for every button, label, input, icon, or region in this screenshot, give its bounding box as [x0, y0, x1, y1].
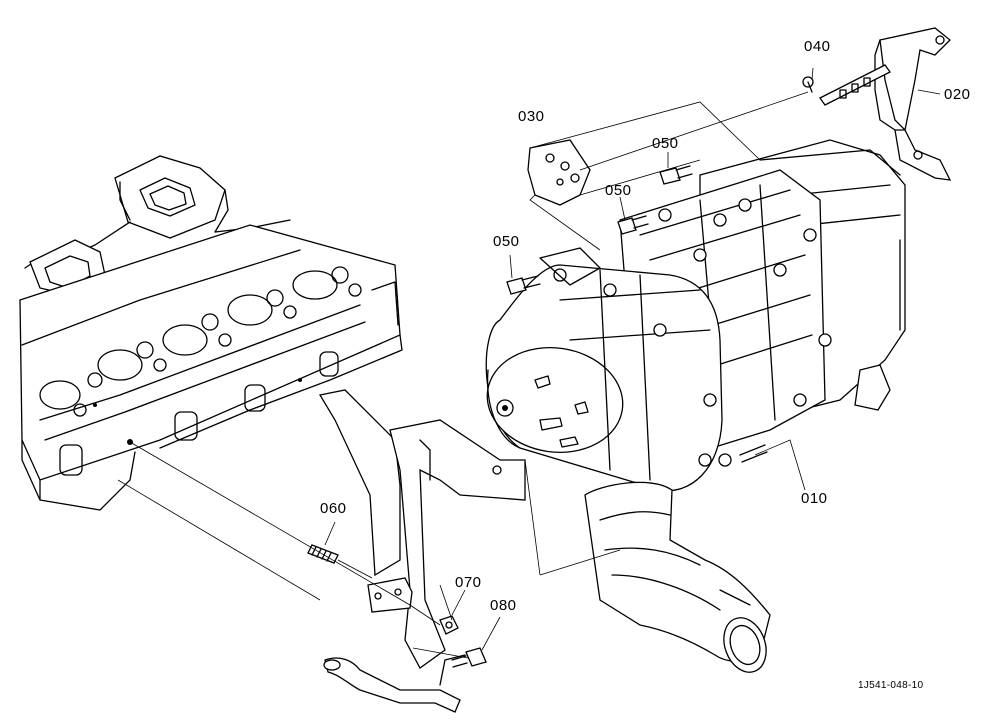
assembly-lines — [117, 67, 941, 659]
nut-070 — [439, 615, 459, 635]
bracket-030 — [527, 139, 591, 206]
bolts-050 — [506, 165, 693, 295]
label-part-050-lower: 050 — [493, 233, 520, 250]
label-part-060: 060 — [320, 500, 347, 517]
exhaust-elbow-pipe — [584, 481, 771, 673]
label-part-040: 040 — [804, 38, 831, 55]
lower-stay-bracket — [318, 389, 526, 713]
label-part-030: 030 — [518, 108, 545, 125]
label-part-010: 010 — [801, 490, 828, 507]
label-part-020: 020 — [944, 86, 971, 103]
bracket-020 — [874, 27, 952, 181]
label-part-070: 070 — [455, 574, 482, 591]
bolt-080 — [451, 647, 487, 668]
bracket-040-strip — [802, 64, 891, 106]
label-part-050-middle: 050 — [605, 182, 632, 199]
cylinder-head — [19, 155, 403, 511]
label-part-080: 080 — [490, 597, 517, 614]
flange-bolts — [553, 198, 832, 467]
label-part-050-upper: 050 — [652, 135, 679, 152]
dpf-muffler-assembly — [485, 139, 906, 492]
drawing-code: 1J541-048-10 — [858, 680, 924, 691]
